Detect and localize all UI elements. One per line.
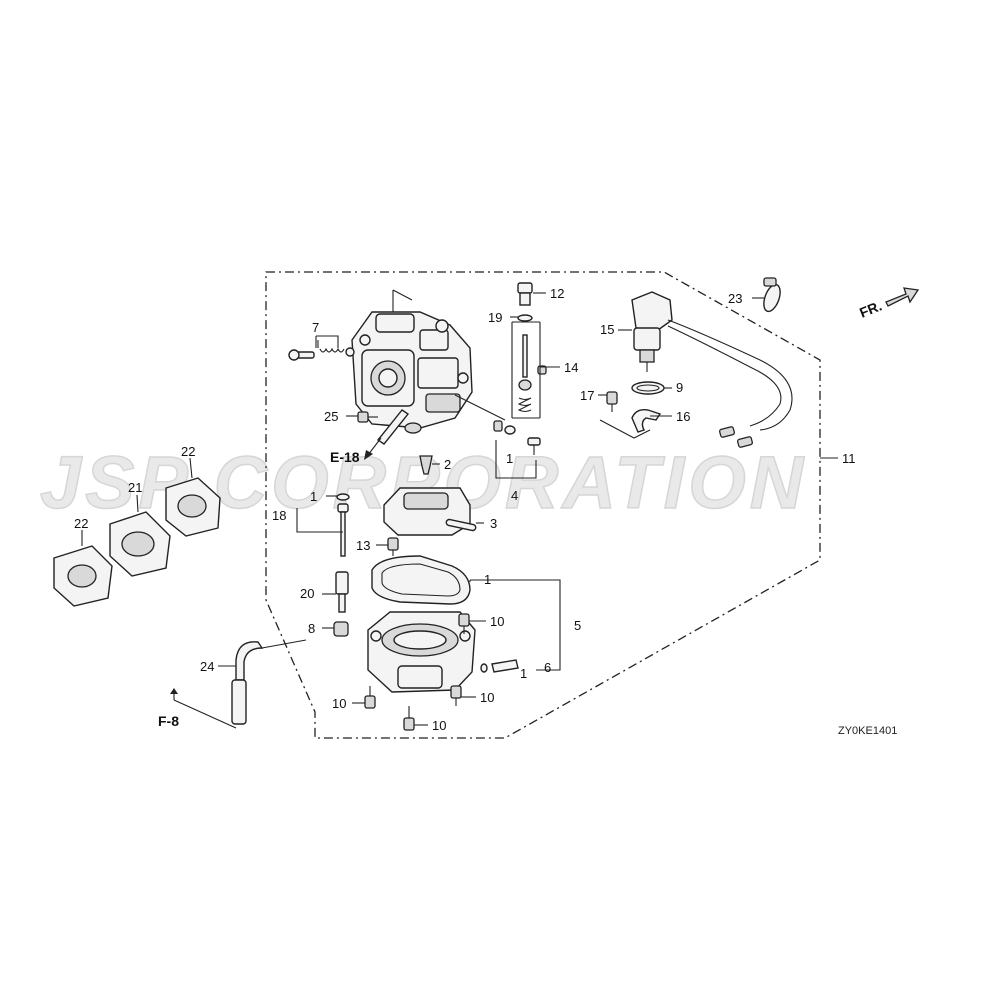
callout-4: 4 (511, 488, 518, 503)
callout-11: 11 (842, 451, 856, 466)
assembly-boundary (265, 271, 821, 739)
solenoid-assembly (599, 291, 793, 448)
callout-22-bottom: 22 (74, 516, 88, 531)
callout-22-top: 22 (181, 444, 195, 459)
callout-9: 9 (676, 380, 683, 395)
drain-assembly-stack (296, 493, 350, 637)
jet-needle-column (511, 282, 547, 419)
float-valve-set (493, 420, 541, 479)
callout-1-jet: 1 (506, 451, 513, 466)
callout-10-left: 10 (332, 696, 346, 711)
callout-19: 19 (488, 310, 502, 325)
callout-10-right: 10 (480, 690, 494, 705)
reference-arrow-e18 (364, 437, 382, 460)
screw-2 (419, 455, 433, 475)
callout-20: 20 (300, 586, 314, 601)
wire-clamp (763, 277, 781, 313)
callout-21: 21 (128, 480, 142, 495)
front-direction-label: FR. (857, 297, 884, 320)
callout-10-bottom: 10 (432, 718, 446, 733)
bracket-5 (469, 579, 561, 671)
callout-numbers: 12 19 14 15 9 17 16 23 11 7 25 E-18 2 1 … (74, 286, 856, 733)
carburetor-body (351, 289, 506, 445)
callout-2: 2 (444, 457, 451, 472)
bolt-25 (357, 411, 378, 423)
float-chamber (367, 611, 476, 693)
callout-3: 3 (490, 516, 497, 531)
float-3 (383, 487, 477, 536)
callout-16: 16 (676, 409, 690, 424)
callout-10-upper: 10 (490, 614, 504, 629)
callout-12: 12 (550, 286, 564, 301)
callout-7: 7 (312, 320, 319, 335)
callout-1-drain: 1 (520, 666, 527, 681)
diagram-code: ZY0KE1401 (838, 725, 897, 737)
callout-24: 24 (200, 659, 214, 674)
callout-6: 6 (544, 660, 551, 675)
callout-25: 25 (324, 409, 338, 424)
callout-5: 5 (574, 618, 581, 633)
callout-18: 18 (272, 508, 286, 523)
reference-f8: F-8 (158, 713, 179, 729)
pilot-screw-set (288, 335, 355, 361)
intake-gaskets (53, 477, 221, 607)
callout-1-washer: 1 (310, 489, 317, 504)
chamber-screws (364, 613, 470, 731)
callout-1-gasket: 1 (484, 572, 491, 587)
callout-23: 23 (728, 291, 742, 306)
callout-17: 17 (580, 388, 594, 403)
reference-e18: E-18 (330, 449, 360, 465)
callout-14: 14 (564, 360, 578, 375)
leader-lines (81, 292, 838, 726)
callout-15: 15 (600, 322, 614, 337)
front-direction-indicator: FR. (857, 287, 920, 321)
screw-13 (387, 537, 399, 556)
drain-screw-set (480, 659, 519, 673)
vent-hose (170, 639, 307, 729)
callout-13: 13 (356, 538, 370, 553)
float-chamber-gasket (371, 555, 471, 605)
callout-8: 8 (308, 621, 315, 636)
